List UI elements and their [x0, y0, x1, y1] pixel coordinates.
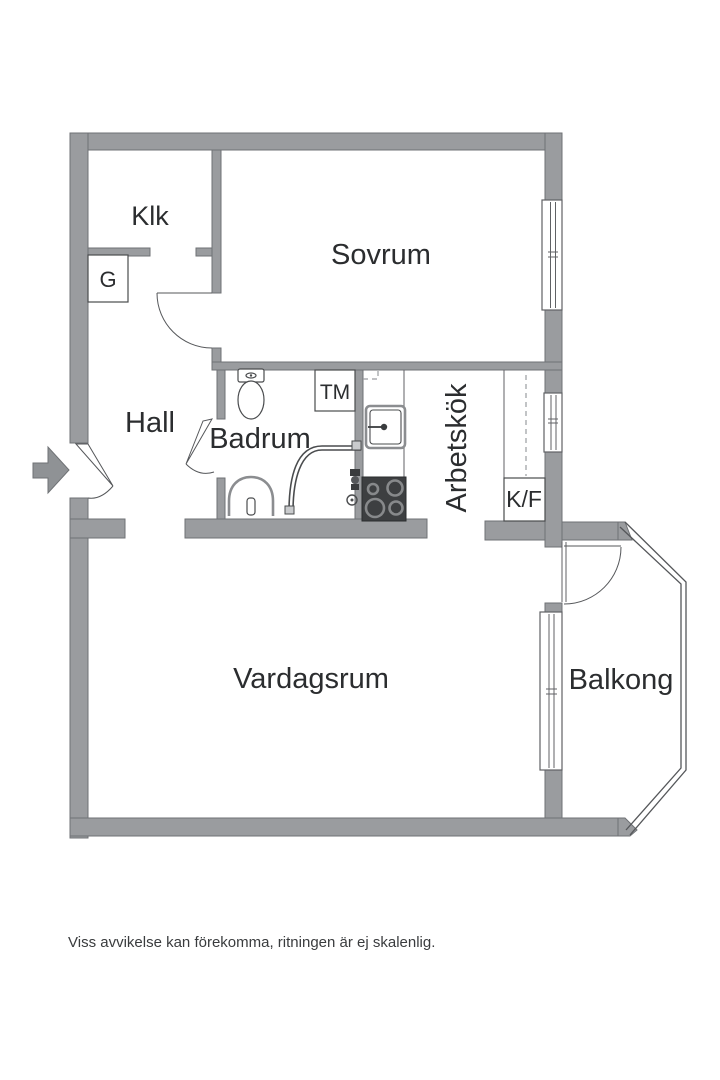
badrum-door [185, 418, 215, 474]
label-badrum: Badrum [209, 423, 311, 455]
wall-right-stub [544, 602, 563, 613]
wall-bath-top [211, 361, 563, 371]
label-g: G [99, 267, 116, 292]
kitchen-counter-right [503, 370, 527, 478]
wall-right-a [544, 132, 563, 201]
window-kitchen [543, 392, 563, 453]
fridge-freezer-box [503, 477, 546, 522]
wall-bottom [69, 817, 619, 837]
wall-left-lower [69, 497, 89, 839]
entrance-arrow-icon [32, 445, 70, 495]
wall-right-d [544, 769, 563, 819]
label-tm: TM [320, 381, 350, 404]
wall-balcony-top [561, 521, 619, 541]
sovrum-door [156, 292, 213, 349]
stove-icon [361, 476, 407, 522]
label-arbetskok: Arbetskök [441, 383, 473, 512]
label-kf: K/F [506, 486, 542, 512]
wall-bath-left-upper [216, 369, 226, 420]
wall-klk-divider [211, 149, 222, 294]
shower-icon [284, 440, 362, 515]
bathroom-sink-icon [227, 475, 275, 516]
balcony-outline [619, 521, 687, 836]
wall-klk-bottom-stub [195, 247, 213, 257]
labels: Klk G Sovrum Hall Badrum TM Arbetskök K/… [68, 201, 673, 951]
toilet-icon [237, 368, 265, 420]
wall-hall-bottom-stub [69, 518, 126, 539]
wall-top [69, 132, 563, 151]
label-sovrum: Sovrum [331, 239, 431, 271]
window-sovrum [541, 199, 563, 311]
wardrobe-box [87, 254, 129, 303]
label-hall: Hall [125, 407, 175, 439]
entrance-door [74, 443, 114, 499]
label-klk: Klk [131, 201, 169, 231]
wall-kitchen-bottom-stub [484, 520, 546, 541]
wall-mid-bottom [184, 518, 428, 539]
wall-bath-left-lower [216, 477, 226, 520]
washing-machine-box [314, 369, 356, 412]
wall-right-c [544, 451, 563, 548]
label-vardagsrum: Vardagsrum [233, 663, 389, 695]
window-livingroom [539, 611, 563, 771]
disclaimer-text: Viss avvikelse kan förekomma, ritningen … [68, 934, 435, 951]
wall-right-b [544, 309, 563, 394]
wall-left-upper [69, 132, 89, 444]
label-balkong: Balkong [569, 664, 674, 696]
kitchen-sink-icon [364, 404, 407, 450]
balcony-door [561, 542, 622, 605]
